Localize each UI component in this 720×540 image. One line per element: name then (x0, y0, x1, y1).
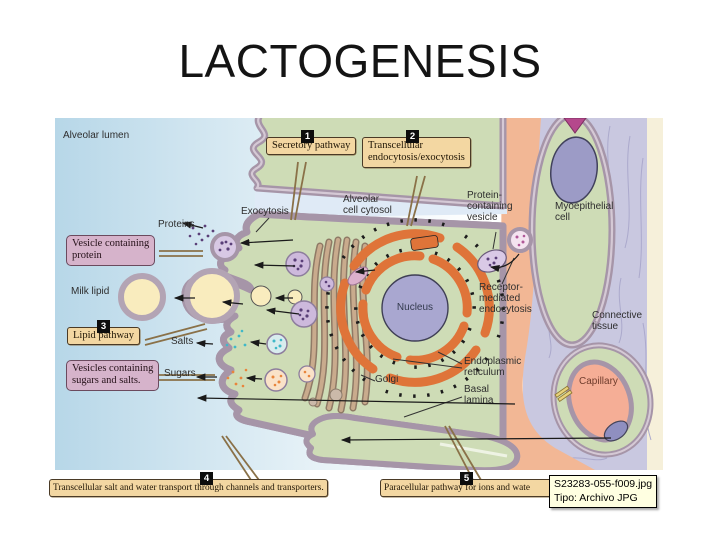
pathway-number-2: 2 (406, 130, 419, 143)
label-endoplasmic-reticulum: Endoplasmic reticulum (464, 356, 522, 379)
salt-sugar-vesicles (225, 329, 343, 407)
endocytic-pit (507, 227, 533, 253)
nucleus-shape (381, 274, 449, 342)
label-receptor-mediated-endocytosis: Receptor- mediated endocytosis (479, 282, 532, 316)
slide-title: LACTOGENESIS (178, 35, 542, 87)
pathway-box-transcellular-salt-water: Transcellular salt and water transport t… (49, 479, 328, 498)
cell-diagram-art (55, 118, 663, 516)
endoplasmic-reticulum-shape (325, 218, 505, 398)
label-milk-lipid: Milk lipid (71, 286, 110, 297)
callout-leaders (144, 161, 482, 481)
label-golgi: Golgi (375, 374, 399, 385)
tooltip-filetype: Tipo: Archivo JPG (554, 492, 638, 505)
pathway-number-5: 5 (460, 472, 473, 485)
endosome (410, 235, 439, 251)
pathway-number-4: 4 (200, 472, 213, 485)
label-exocytosis: Exocytosis (241, 206, 289, 217)
label-alveolar-lumen: Alveolar lumen (63, 130, 130, 141)
lactogenesis-figure[interactable]: Alveolar lumen Exocytosis Proteins Alveo… (49, 118, 663, 516)
label-proteins: Proteins (158, 219, 195, 230)
label-nucleus: Nucleus (396, 302, 434, 313)
label-basal-lamina: Basal lamina (464, 384, 494, 407)
capillary-shape (550, 342, 654, 458)
intercellular-space (501, 118, 595, 470)
magenta-pointer (563, 118, 587, 134)
callout-vesicle-containing-protein: Vesicle containing protein (66, 235, 156, 266)
label-sugars: Sugars (164, 368, 196, 379)
label-alveolar-cell-cytosol: Alveolar cell cytosol (343, 194, 392, 217)
label-capillary: Capillary (579, 376, 618, 387)
milk-lipid-droplets (118, 268, 303, 324)
label-salts: Salts (171, 336, 194, 347)
capillary-junction (554, 385, 573, 403)
tooltip-filename: S23283-055-f009.jpg (554, 478, 653, 490)
callout-vesicles-sugars-salts: Vesicles containing sugars and salts. (66, 360, 160, 391)
myoepithelial-nucleus (550, 136, 598, 204)
file-tooltip: S23283-055-f009.jpg Tipo: Archivo JPG (549, 475, 658, 509)
label-myoepithelial-cell: Myoepithelial cell (555, 201, 614, 224)
pathway-number-3: 3 (97, 320, 110, 333)
transport-arrows (173, 221, 612, 444)
label-protein-containing-vesicle: Protein- containing vesicle (467, 190, 513, 224)
pathway-number-1: 1 (301, 130, 314, 143)
myoepithelial-cell-shape (528, 118, 616, 349)
label-leaders (255, 217, 515, 418)
golgi-apparatus (301, 236, 371, 414)
label-connective-tissue: Connective tissue (592, 310, 643, 333)
